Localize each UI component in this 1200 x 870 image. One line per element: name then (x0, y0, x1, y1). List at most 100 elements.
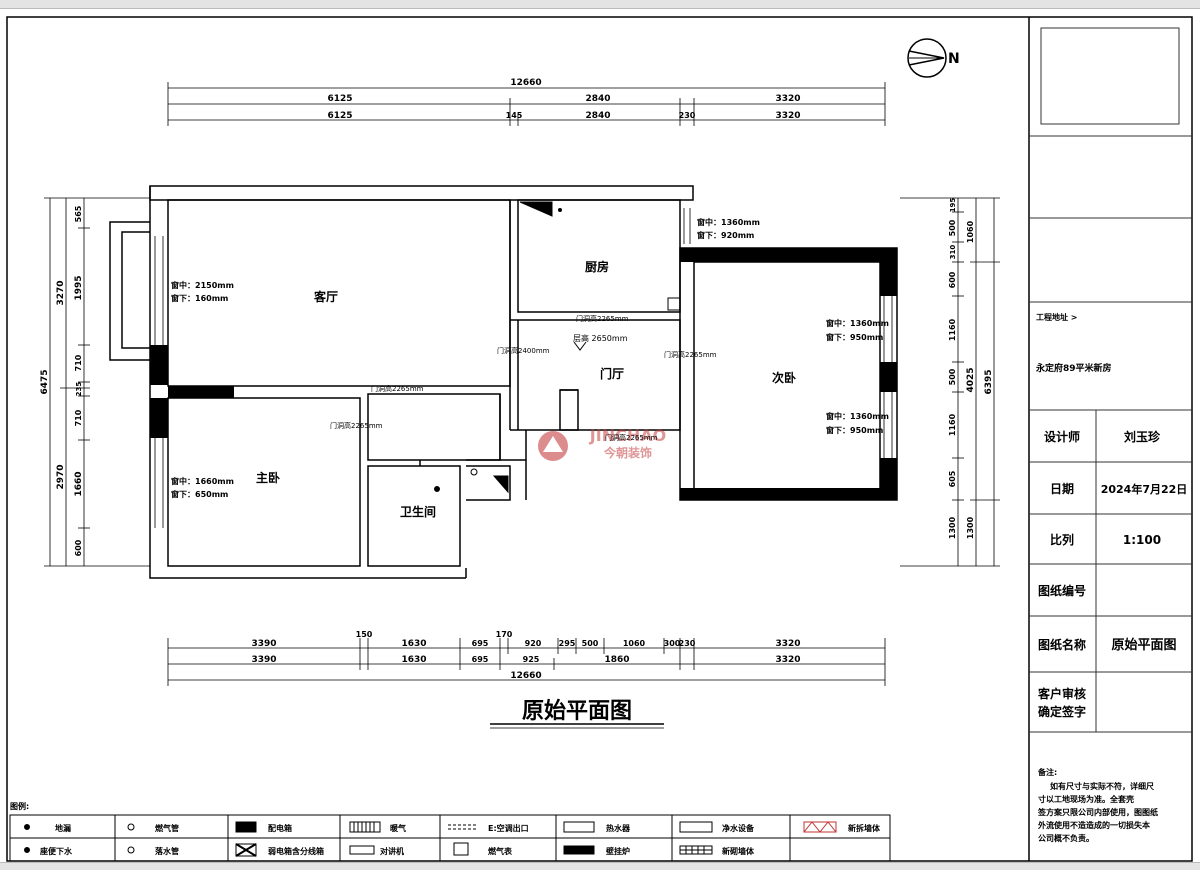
legend-boiler: 壁挂炉 (606, 846, 630, 856)
room-master-bedroom: 主卧 (256, 470, 280, 485)
fixtures (434, 201, 681, 494)
dim-bot-1-a: 3390 (251, 639, 276, 649)
dim-bot-2-d: 925 (523, 655, 540, 664)
tb-designer-value: 刘玉珍 (1124, 429, 1161, 444)
legend-table (9, 814, 891, 862)
dim-top-2-d: 230 (679, 111, 696, 120)
dim-right-in-h: 605 (948, 470, 957, 487)
dim-top-1-b: 2840 (585, 94, 610, 104)
tb-designer-label: 设计师 (1044, 429, 1080, 444)
tb-scale-value: 1:100 (1123, 533, 1161, 547)
dim-bot-2-b: 1630 (401, 655, 426, 665)
dim-top-2-e: 3320 (775, 111, 800, 121)
dim-left-mid-b: 2970 (56, 464, 66, 489)
note-door-master: 门洞高2265mm (330, 421, 383, 430)
tb-note-line-4: 外流使用不造造成的一切损失本 (1038, 820, 1150, 830)
room-foyer: 门厅 (600, 366, 624, 381)
legend-ac-outlet: E:空调出口 (488, 823, 529, 833)
bottom-dimension-lines (167, 638, 886, 686)
tb-address-label: 工程地址 > (1036, 312, 1078, 322)
north-arrow-icon (907, 38, 947, 78)
dim-right-in-e: 1160 (948, 318, 957, 341)
dim-bot-2-f: 3320 (775, 655, 800, 665)
dim-left-in-d: 235 (75, 382, 83, 397)
tb-scale-label: 比列 (1050, 532, 1074, 547)
dim-top-2-a: 6125 (327, 111, 352, 121)
legend-radiator: 暖气 (390, 823, 406, 833)
dim-bot-total: 12660 (510, 671, 541, 681)
note-second-win2-top: 窗中：1360mm (826, 411, 889, 421)
tb-drawing-name-label: 图纸名称 (1038, 637, 1086, 652)
dim-top-total: 12660 (510, 78, 541, 88)
room-living: 客厅 (313, 289, 338, 304)
tb-note-line-3: 签方案只限公司内部使用，图图纸 (1037, 807, 1158, 817)
dim-bot-1-l: 3320 (775, 639, 800, 649)
dim-bot-1-e: 170 (496, 630, 513, 639)
dim-bot-1-i: 1060 (623, 639, 646, 648)
note-kitchen-win-top: 窗中：1360mm (697, 217, 760, 227)
dim-left-in-b: 1995 (74, 275, 84, 300)
dim-left-mid-a: 3270 (56, 280, 66, 305)
right-dimension-lines (900, 197, 1000, 567)
title-block-grid (1029, 27, 1192, 733)
dim-top-2-c: 2840 (585, 111, 610, 121)
dim-left-in-e: 710 (74, 409, 83, 426)
dim-bot-1-c: 1630 (401, 639, 426, 649)
tb-client-label-1: 客户审核 (1037, 686, 1086, 701)
dim-right-in-a: 195 (949, 198, 957, 213)
dim-right-in-c: 310 (949, 245, 957, 260)
note-kitchen-win-bottom: 窗下：920mm (697, 230, 754, 240)
dim-right-mid-a: 1060 (966, 220, 975, 243)
legend-new-wall: 新砌墙体 (722, 846, 755, 856)
legend-gas-pipe: 燃气管 (155, 823, 179, 833)
dim-right-in-b: 500 (948, 219, 957, 236)
dim-right-in-d: 600 (948, 271, 957, 288)
tb-note-line-5: 公司概不负责。 (1038, 833, 1094, 843)
legend-title: 图例: (10, 801, 29, 811)
dim-bot-1-d: 695 (472, 639, 489, 648)
windows (154, 208, 893, 528)
legend-intercom: 对讲机 (380, 846, 404, 856)
legend-downpipe: 落水管 (155, 846, 179, 856)
dim-right-in-g: 1160 (948, 413, 957, 436)
dim-left-in-g: 600 (74, 539, 83, 556)
viewer-top-bar (0, 0, 1200, 9)
dim-bot-1-b: 150 (356, 630, 373, 639)
tb-notes-title: 备注: (1037, 767, 1057, 777)
dim-right-in-f: 500 (948, 368, 957, 385)
dim-bot-1-h: 500 (582, 639, 599, 648)
dim-bot-1-g: 295 (559, 639, 576, 648)
note-living-win-bottom: 窗下：160mm (171, 293, 228, 303)
legend-demolished-wall: 新拆墙体 (848, 823, 881, 833)
dim-bot-1-f: 920 (525, 639, 542, 648)
note-second-win1-top: 窗中：1360mm (826, 318, 889, 328)
tb-date-label: 日期 (1050, 481, 1074, 496)
dim-bot-2-c: 695 (472, 655, 489, 664)
walls (109, 185, 898, 579)
legend-water-heater: 热水器 (606, 823, 631, 833)
watermark-brand: JINCHAO (589, 426, 666, 445)
dim-bot-2-e: 1860 (604, 655, 629, 665)
dim-left-in-a: 565 (74, 205, 83, 222)
tb-address-value: 永定府89平米新房 (1035, 362, 1112, 374)
note-second-win1-bottom: 窗下：950mm (826, 332, 883, 342)
legend-gas-meter: 燃气表 (488, 846, 513, 856)
dim-bot-1-j: 300 (664, 639, 681, 648)
room-second-bedroom: 次卧 (772, 370, 796, 385)
tb-note-line-1: 如有尺寸与实际不符，详细尺 (1050, 781, 1154, 791)
tb-client-label-2: 确定签字 (1038, 704, 1086, 719)
tb-drawing-name-value: 原始平面图 (1111, 637, 1176, 653)
dim-right-in-i: 1300 (948, 516, 957, 539)
note-living-win-top: 窗中：2150mm (171, 280, 234, 290)
legend-low-voltage-box: 弱电箱含分线箱 (268, 846, 324, 856)
dim-top-2-b: 145 (506, 111, 523, 120)
watermark-cn: 今朝装饰 (603, 445, 652, 460)
note-master-win-top: 窗中：1660mm (171, 476, 234, 486)
legend-toilet-drain: 座便下水 (39, 846, 73, 856)
tb-drawing-no-label: 图纸编号 (1038, 583, 1086, 598)
legend-water-purifier: 净水设备 (722, 823, 755, 833)
room-bathroom: 卫生间 (400, 504, 436, 519)
note-door-corridor: 门洞高2265mm (371, 384, 424, 393)
dim-right-mid-b: 4025 (966, 367, 976, 392)
